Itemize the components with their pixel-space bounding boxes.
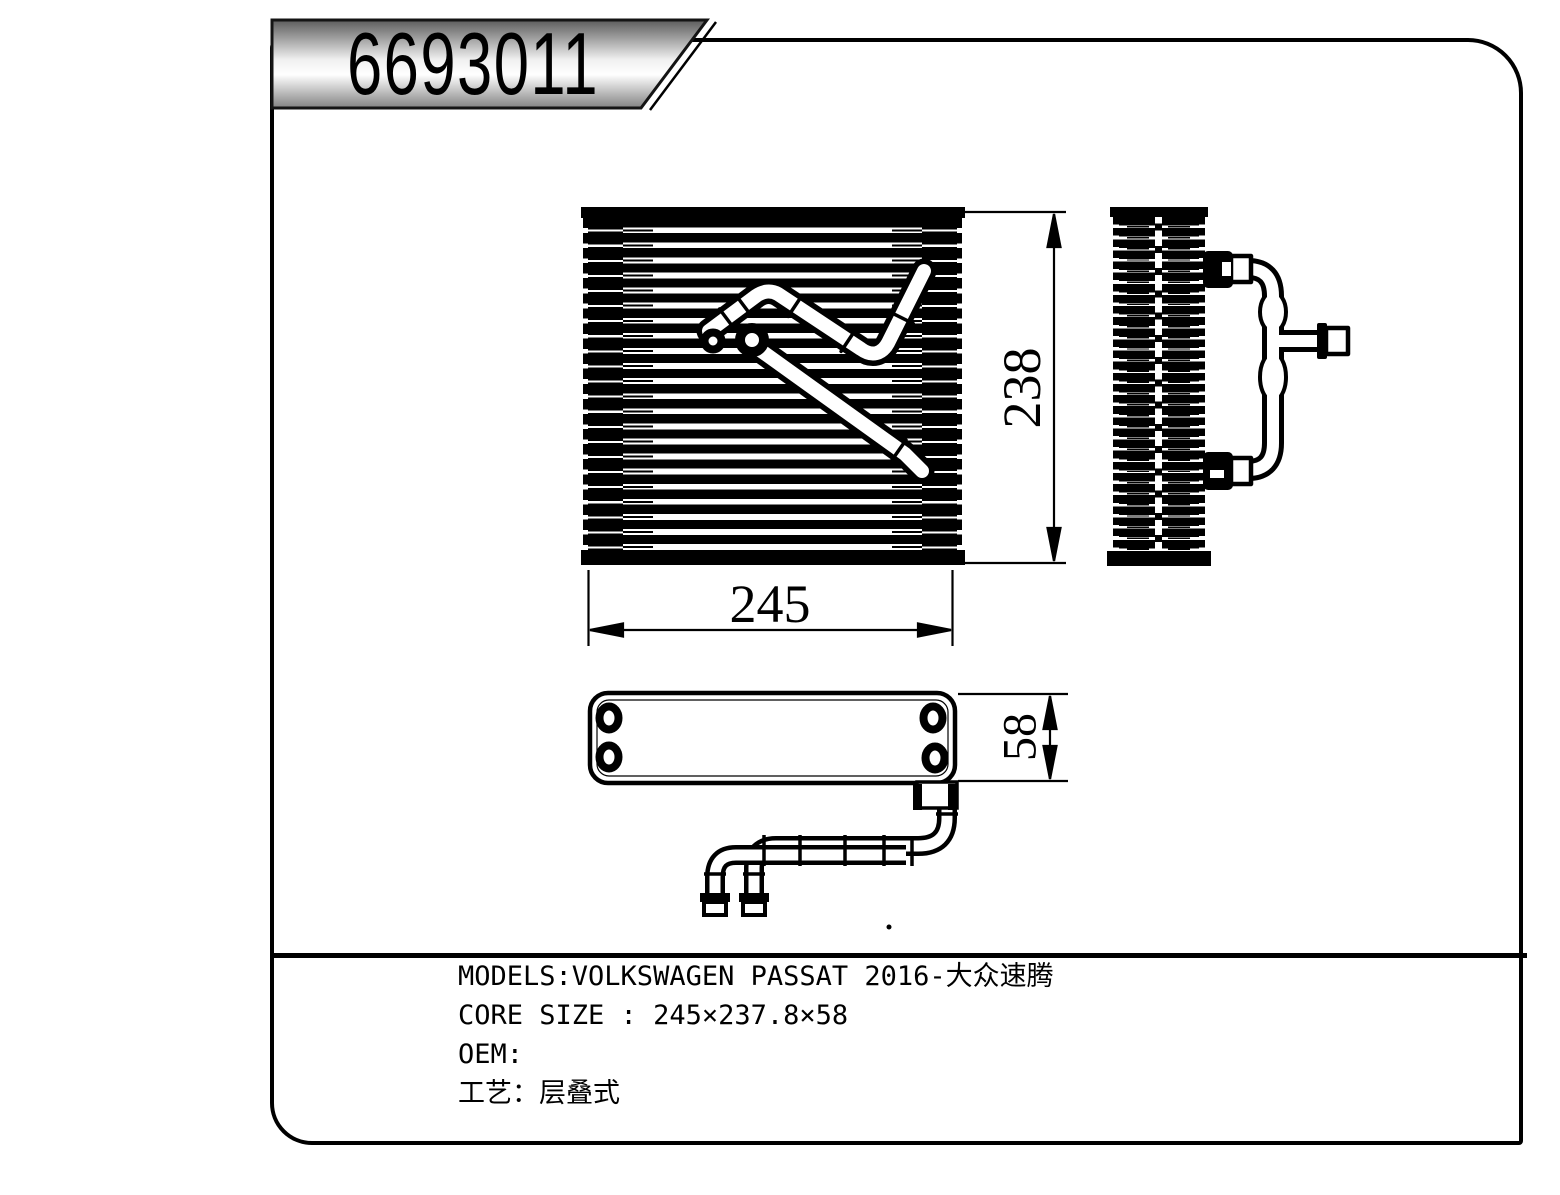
part-number-banner xyxy=(270,18,717,111)
bottom-view-port xyxy=(595,702,623,734)
dimension-height xyxy=(962,210,1066,565)
front-view-bottom-plate xyxy=(581,550,965,565)
spec-divider-line xyxy=(270,953,1527,958)
spec-core-size-line: CORE SIZE : 245×237.8×58 xyxy=(458,1000,849,1031)
bottom-view-piping xyxy=(700,780,959,930)
drawing-frame xyxy=(270,38,1523,1145)
side-view-piping xyxy=(1203,251,1351,490)
spec-block: MODELS:VOLKSWAGEN PASSAT 2016-大众速腾 CORE … xyxy=(458,957,1054,1113)
front-view-left-header xyxy=(583,218,623,550)
front-view-top-plate xyxy=(581,207,965,218)
side-view-top-plate xyxy=(1110,207,1208,217)
front-view-port-large xyxy=(735,323,769,357)
bottom-view-plate xyxy=(587,690,958,786)
part-number-text: 6693011 xyxy=(347,14,600,113)
front-view-piping xyxy=(696,258,937,484)
bottom-view-port xyxy=(595,741,623,773)
spec-models-line: MODELS:VOLKSWAGEN PASSAT 2016-大众速腾 xyxy=(458,961,1054,992)
bottom-view-port xyxy=(919,702,947,734)
front-view-port-small xyxy=(700,328,726,354)
dimension-width xyxy=(587,570,954,646)
dimension-width-label: 245 xyxy=(729,574,811,634)
bottom-view-port xyxy=(921,742,949,774)
spec-process-line: 工艺：层叠式 xyxy=(458,1078,620,1109)
dimension-depth-label: 58 xyxy=(993,713,1047,761)
side-view-fin-dashes xyxy=(1168,217,1190,551)
side-view-bottom-plate xyxy=(1107,551,1211,566)
dimension-height-label: 238 xyxy=(992,347,1052,429)
spec-oem-line: OEM: xyxy=(458,1039,524,1070)
front-view-tube-lines-left xyxy=(623,218,653,550)
front-view-fin-tubes xyxy=(618,218,927,550)
side-view-center-channel xyxy=(1155,217,1162,551)
side-view-fin-dashes xyxy=(1127,217,1149,551)
dimension-depth xyxy=(958,692,1068,783)
